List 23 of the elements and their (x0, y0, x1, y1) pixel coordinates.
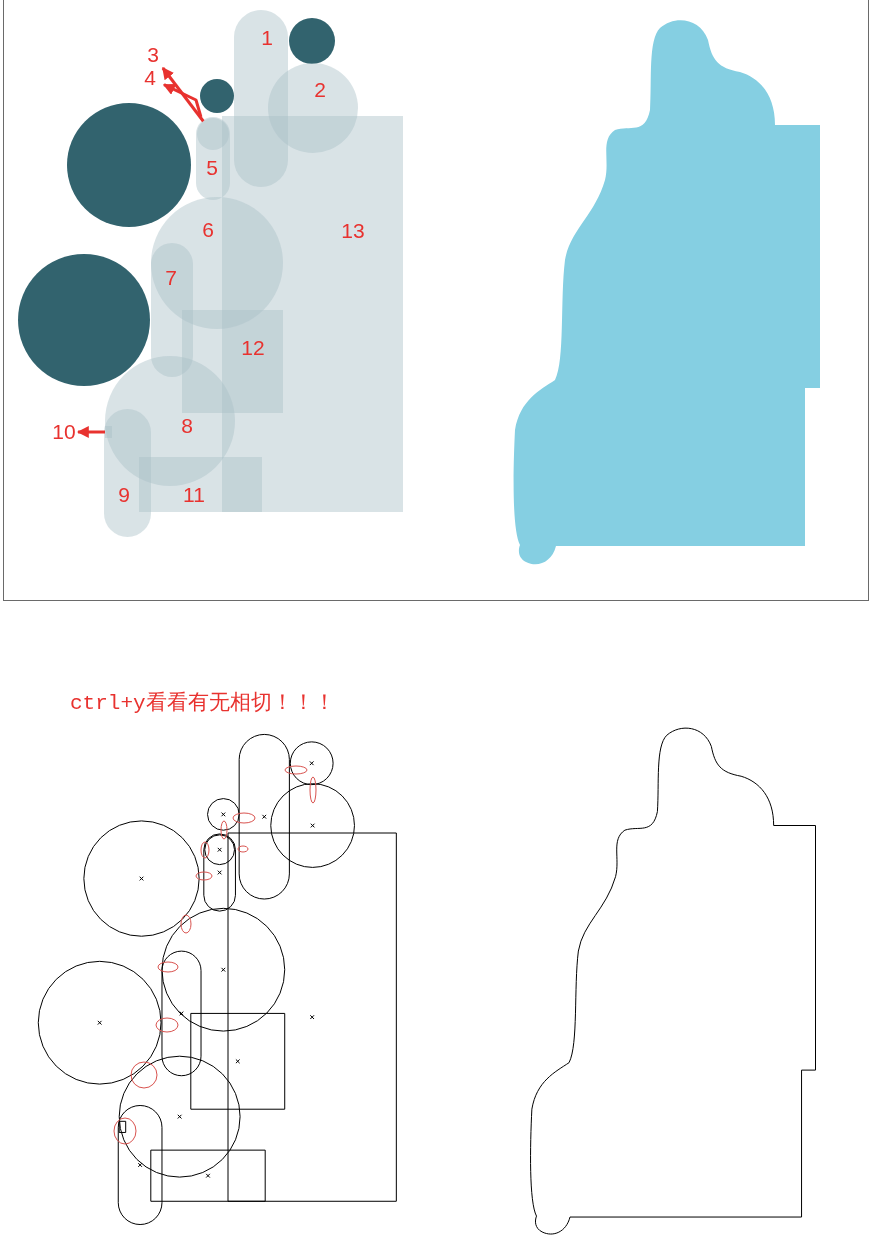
arrow (162, 83, 203, 118)
capsule-shape (104, 409, 151, 537)
shape-number: 1 (261, 26, 273, 50)
rectangle-shape (139, 457, 262, 512)
callout-number: 4 (136, 65, 164, 91)
dark-circle (289, 18, 335, 64)
shape-number: 2 (314, 78, 326, 102)
rectangle-shape (182, 310, 283, 413)
shape-number: 12 (241, 336, 265, 360)
shape-number: 6 (202, 218, 214, 242)
shape-number: 13 (341, 219, 365, 243)
rectangle-shape (222, 116, 403, 512)
shape-number: 5 (206, 156, 218, 180)
dark-circle (200, 79, 234, 113)
arrow (161, 67, 205, 123)
callout-number: 3 (139, 42, 167, 68)
shape-number: 9 (118, 483, 130, 507)
shape-number: 11 (183, 483, 205, 507)
shape-number: 7 (165, 266, 177, 290)
arrow (76, 426, 105, 438)
heading: ctrl+y看看有无相切！！！ (70, 690, 335, 716)
shape-number: 8 (181, 414, 193, 438)
callout-number: 10 (50, 419, 78, 445)
